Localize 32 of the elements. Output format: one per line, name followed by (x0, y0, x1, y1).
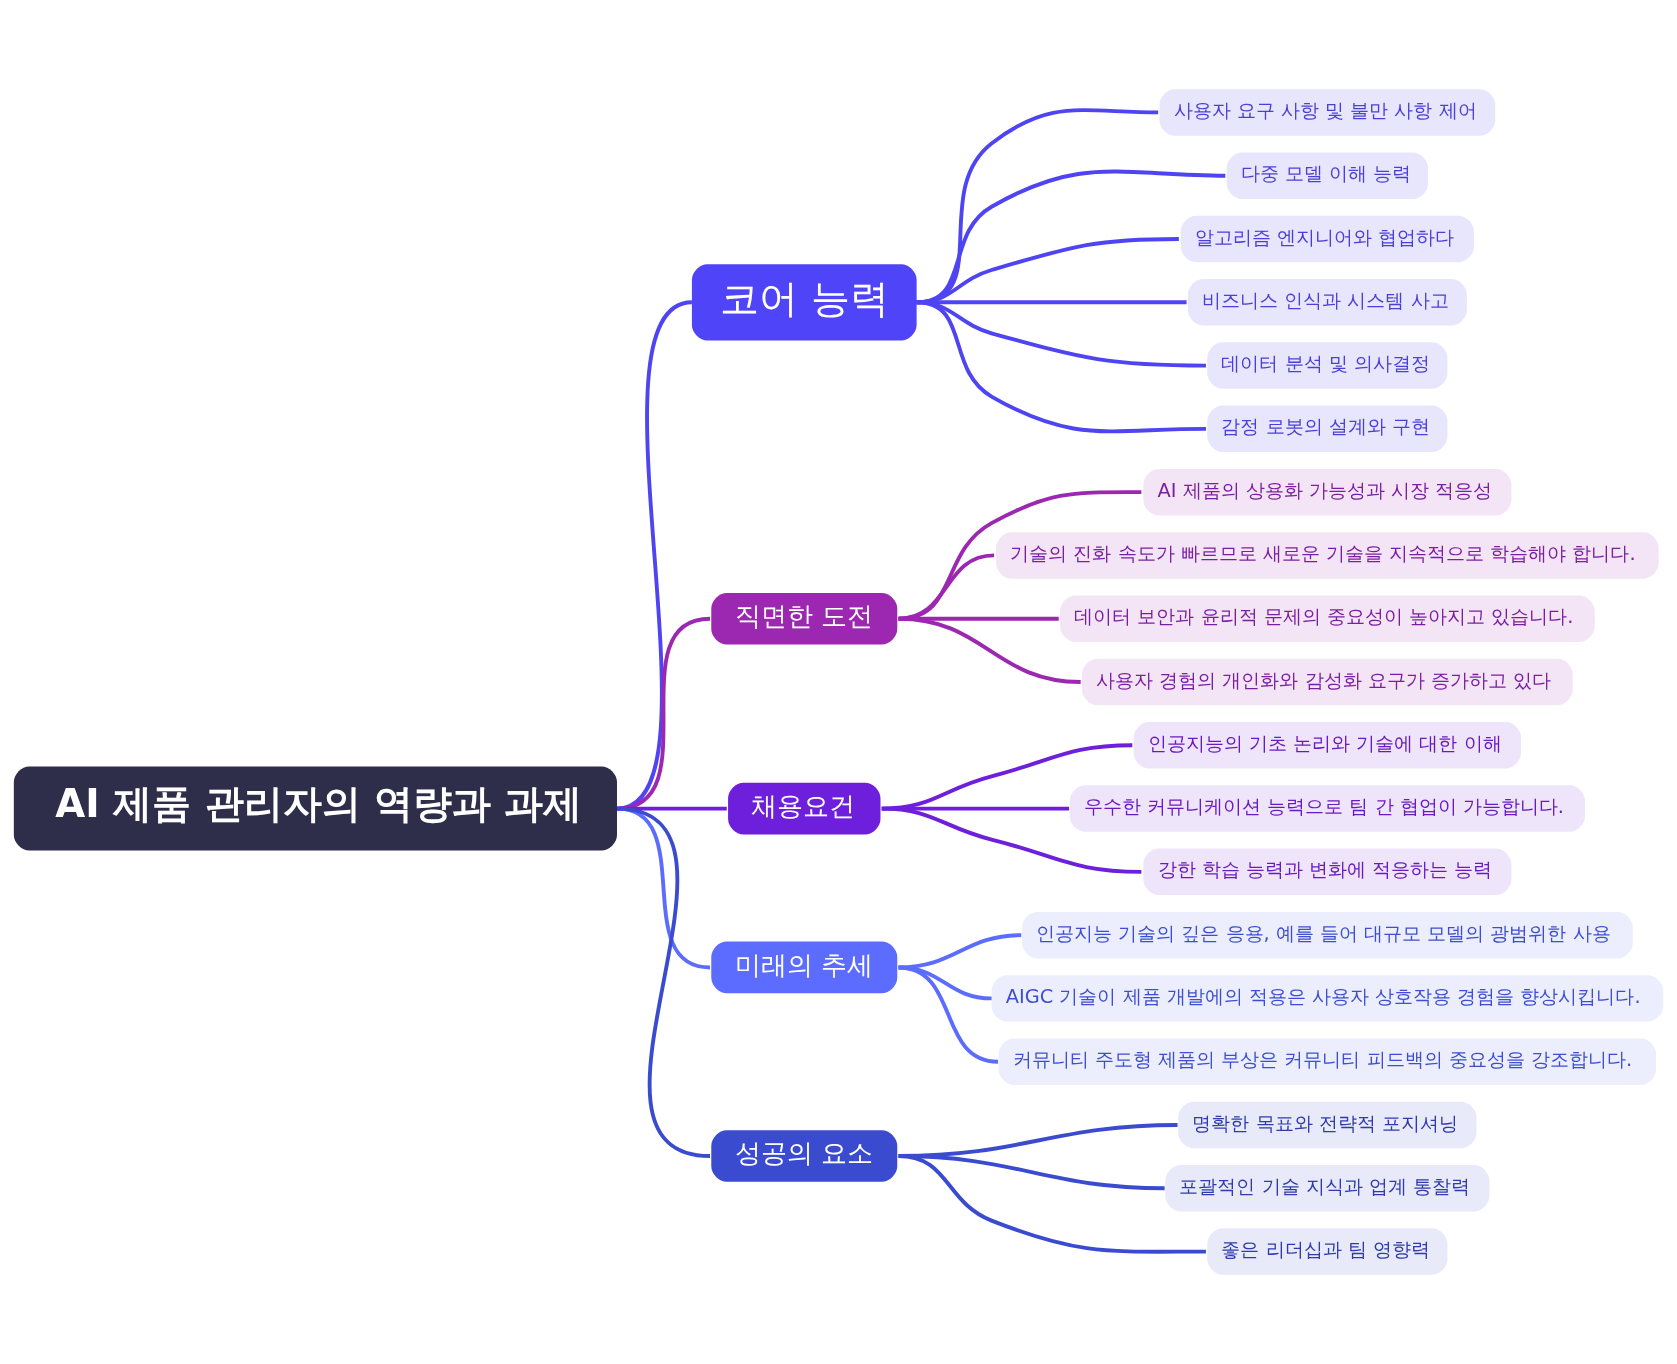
connector (898, 616, 1081, 684)
node-box: 코어 능력 (691, 264, 917, 341)
node-box: 사용자 요구 사항 및 불만 사항 제어 (1159, 89, 1496, 136)
connector (898, 933, 1022, 970)
node-box: 기술의 진화 속도가 빠르므로 새로운 기술을 지속적으로 학습해야 합니다. (996, 532, 1659, 579)
node-box: 인공지능의 기초 논리와 기술에 대한 이해 (1133, 722, 1522, 769)
node-box: 우수한 커뮤니케이션 능력으로 팀 간 협업이 가능합니다. (1069, 785, 1586, 832)
node-box: 비즈니스 인식과 시스템 사고 (1187, 279, 1467, 326)
connector (898, 1154, 1206, 1254)
node-box: AI 제품 관리자의 역량과 과제 (13, 766, 617, 851)
connector (881, 806, 1142, 874)
connector (916, 300, 1206, 434)
node-box: 데이터 보안과 윤리적 문제의 중요성이 높아지고 있습니다. (1060, 595, 1595, 642)
node-box: 데이터 분석 및 의사결정 (1207, 342, 1448, 389)
node-box: 인공지능 기술의 깊은 응용, 예를 들어 대규모 모델의 광범위한 사용 (1021, 911, 1633, 959)
node-box: 직면한 도전 (711, 592, 898, 645)
node-box: 명확한 목표와 전략적 포지셔닝 (1178, 1101, 1477, 1149)
node-box: AI 제품의 상용화 가능성과 시장 적응성 (1143, 468, 1512, 516)
node-box: 채용요건 (728, 782, 881, 835)
node-box: 다중 모델 이해 능력 (1226, 152, 1429, 199)
node-box: 성공의 요소 (711, 1130, 898, 1182)
node-box: 포괄적인 기술 지식과 업계 통찰력 (1165, 1165, 1490, 1212)
connector (616, 806, 711, 1158)
node-box: 강한 학습 능력과 변화에 적응하는 능력 (1143, 848, 1512, 896)
node-box: AIGC 기술이 제품 개발에의 적용은 사용자 상호작용 경험을 향상시킵니다. (991, 975, 1664, 1022)
node-box: 좋은 리더십과 팀 영향력 (1207, 1228, 1448, 1275)
node-box: 커뮤니티 주도형 제품의 부상은 커뮤니티 피드백의 중요성을 강조합니다. (998, 1038, 1657, 1085)
connector (898, 965, 999, 1064)
node-box: 알고리즘 엔지니어와 협업하다 (1180, 215, 1474, 263)
node-box: 미래의 추세 (711, 941, 898, 994)
node-box: 감정 로봇의 설계와 구현 (1207, 405, 1448, 453)
node-box: 사용자 경험의 개인화와 감성화 요구가 증가하고 있다 (1081, 658, 1573, 706)
